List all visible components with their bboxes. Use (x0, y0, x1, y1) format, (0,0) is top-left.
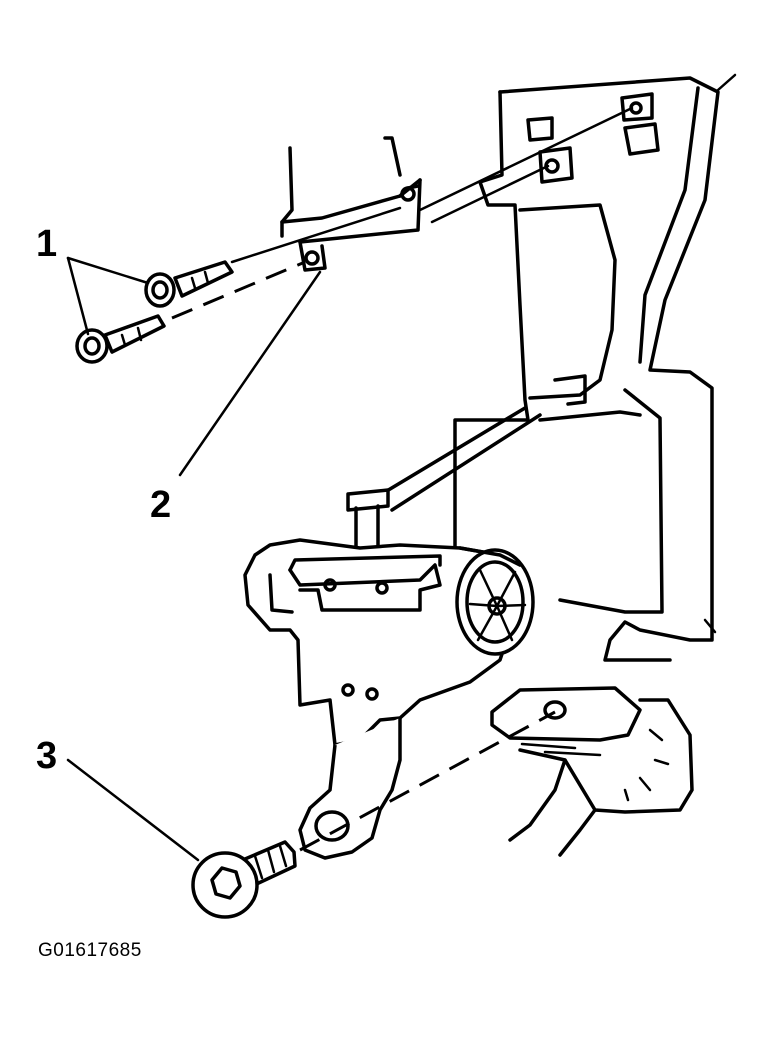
callout-1-leaders (66, 256, 150, 336)
fastener-sightlines-1 (171, 106, 634, 320)
callout-3-leader (66, 758, 200, 862)
upper-supports (280, 136, 422, 272)
level-sensor-body (243, 538, 535, 747)
callout-2: 2 (150, 484, 171, 526)
bolt-1-upper (144, 260, 234, 308)
callout-2-leader (178, 270, 322, 477)
bolt-3 (191, 840, 297, 919)
callout-1: 1 (36, 223, 57, 265)
linkage-rod (346, 406, 542, 557)
sensor-mounting-arm (298, 718, 402, 860)
fastener-sightline-3 (299, 710, 556, 852)
bolt-1-lower (75, 314, 166, 364)
lower-frame-rail (490, 686, 694, 857)
callout-3: 3 (36, 735, 57, 777)
figure-id: G01617685 (38, 940, 142, 961)
